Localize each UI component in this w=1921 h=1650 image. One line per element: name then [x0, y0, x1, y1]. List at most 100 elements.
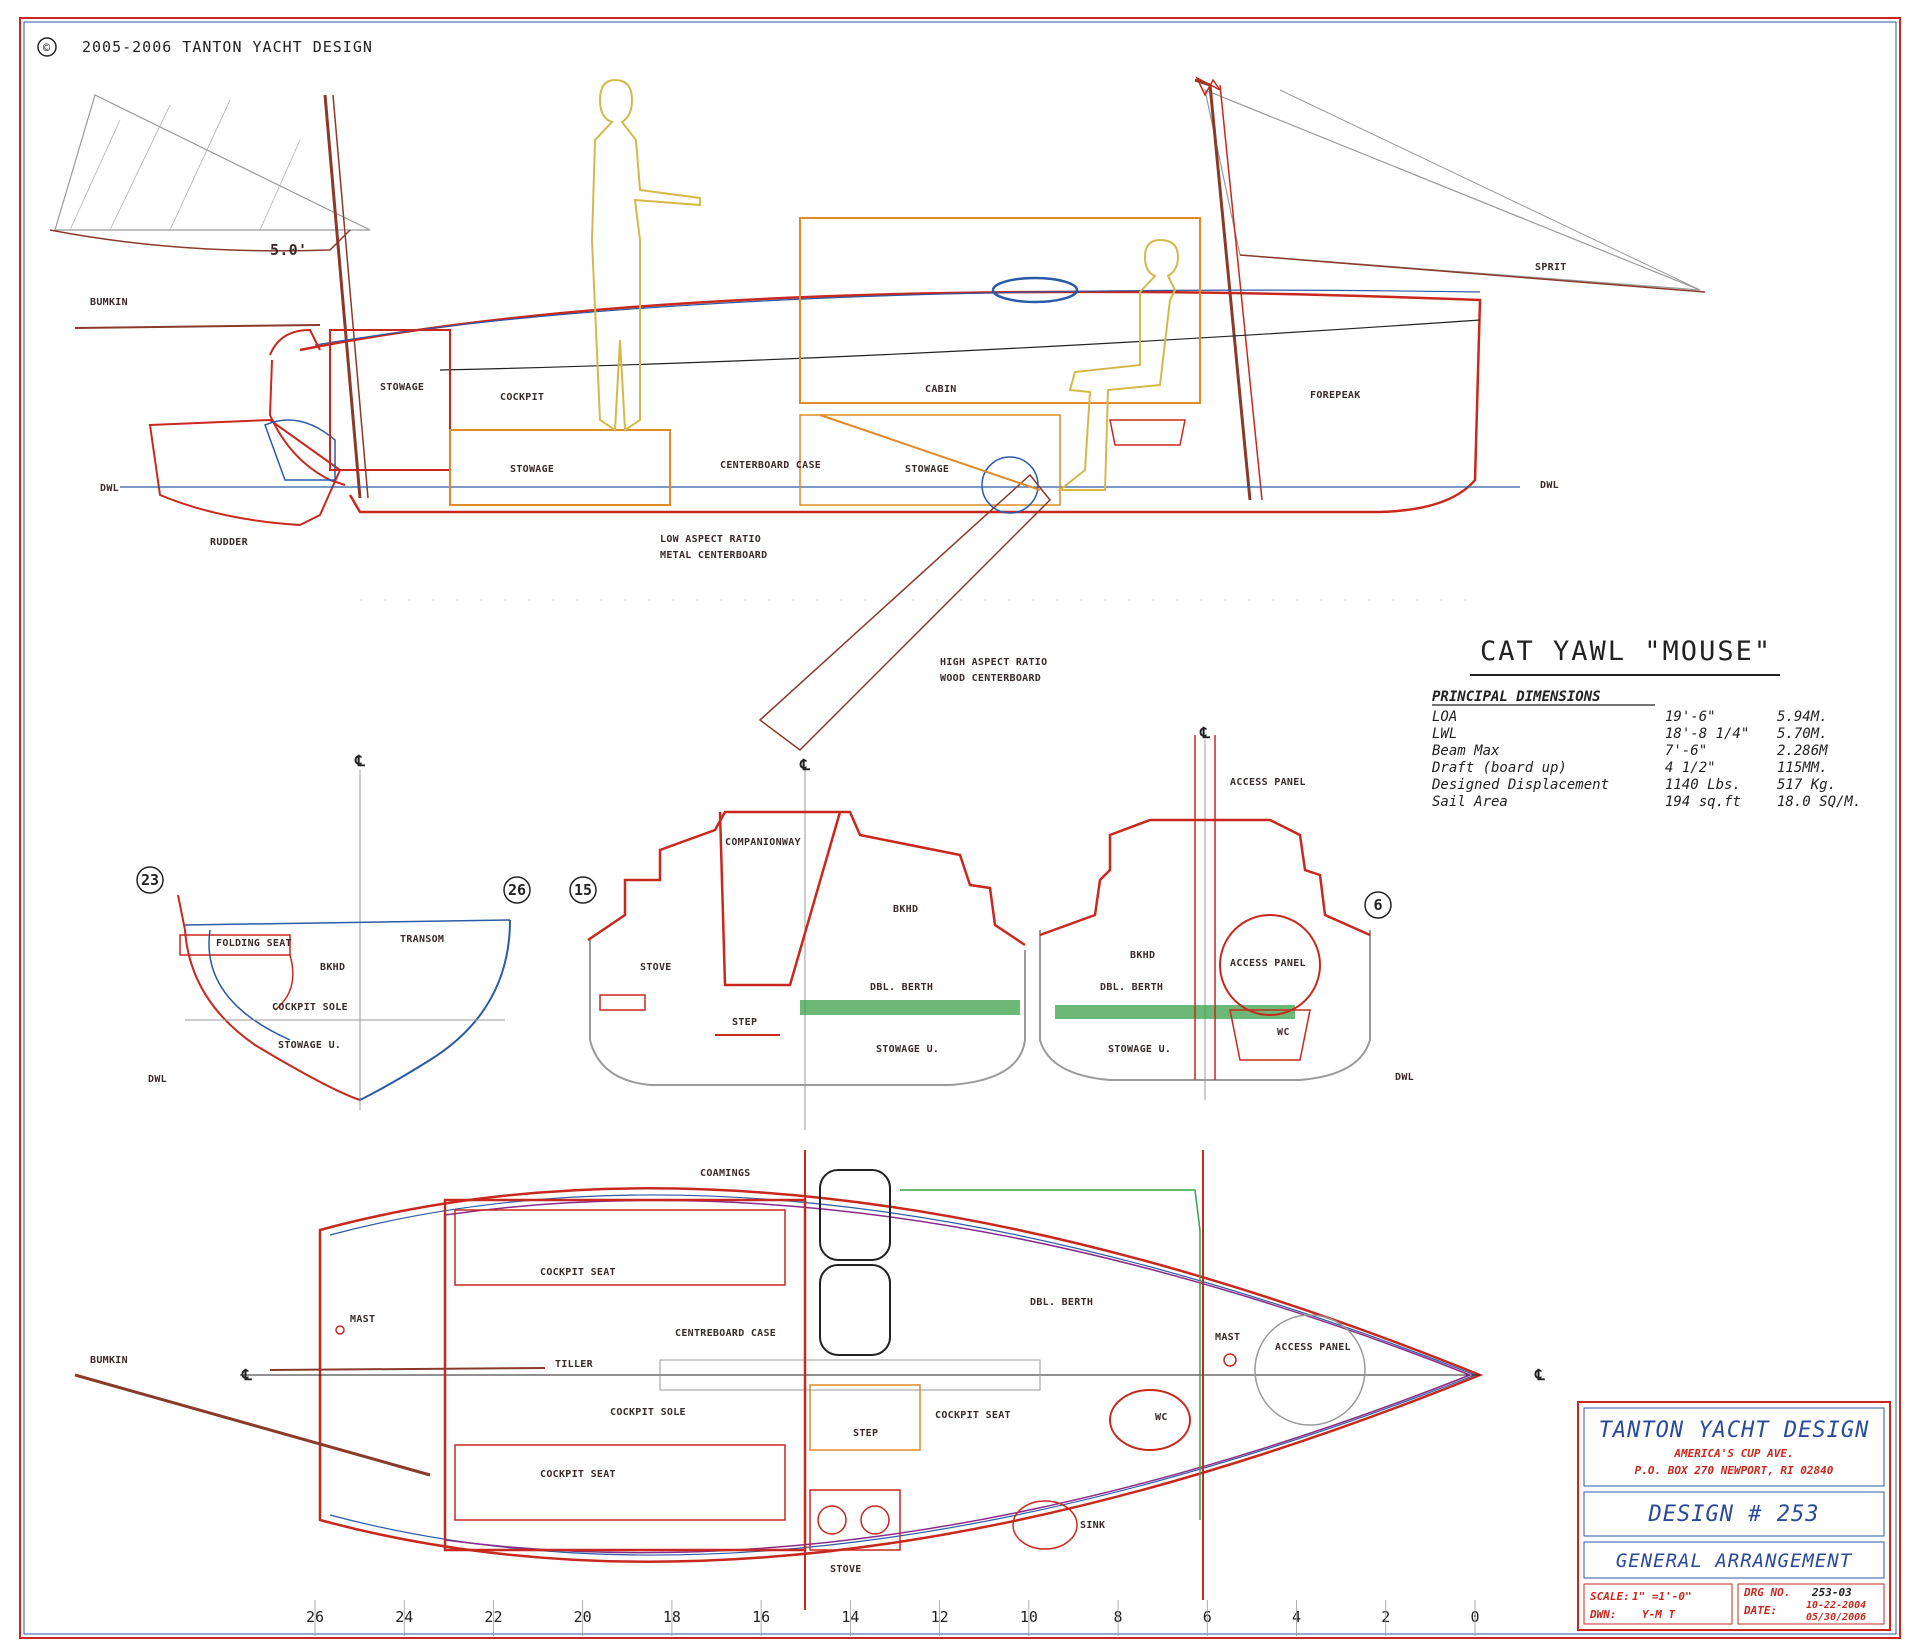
mizzen-sail: [54, 94, 371, 231]
dim-imperial: 7'-6": [1665, 743, 1707, 759]
rudder-stock: [264, 419, 336, 481]
cabin-label: CABIN: [925, 384, 957, 395]
sink-label: SINK: [1080, 1520, 1105, 1531]
main-sail: [1204, 89, 1701, 291]
mizzen-mast: [323, 94, 362, 499]
boom-length-label: 5.0': [270, 241, 307, 259]
cockpit-seat-stbd: [454, 1444, 786, 1521]
mizzen-boom: [49, 229, 351, 252]
mast-head: [1195, 76, 1221, 97]
transom-label: TRANSOM: [400, 934, 444, 945]
section-6-hull: [1039, 930, 1371, 1081]
section-23-cl-symbol: ℄: [354, 752, 365, 770]
main-sail-leech: [1279, 89, 1701, 291]
bkhd-6-label: BKHD: [1130, 950, 1155, 961]
dim-imperial: 194 sq.ft: [1665, 794, 1741, 810]
low-aspect-label-1: LOW ASPECT RATIO: [660, 534, 761, 545]
step-plan-label: STEP: [853, 1428, 878, 1439]
date-2: 05/30/2006: [1806, 1612, 1866, 1623]
stowage-aft-box: [329, 329, 451, 471]
plan-cl-left: ℄: [241, 1366, 252, 1384]
cushion-1: [819, 1169, 891, 1261]
dwn-value: Y-M T: [1642, 1608, 1675, 1621]
stowage-aft-label: STOWAGE: [380, 382, 424, 393]
access-panel-plan: [1254, 1314, 1366, 1426]
sprit: [1239, 254, 1706, 293]
section-26-hull: [359, 919, 511, 1101]
plan-buttock-line: [444, 1199, 1473, 1554]
cabin-line: [439, 319, 1481, 371]
stowage-u-15-label: STOWAGE U.: [876, 1044, 939, 1055]
drg-label: DRG NO.: [1743, 1586, 1790, 1599]
transom-top: [269, 328, 321, 356]
wc-section-label: WC: [1277, 1027, 1290, 1038]
high-aspect-centerboard: [758, 473, 1052, 751]
companionway: [718, 811, 842, 987]
dwl-right-label: DWL: [1395, 1072, 1414, 1083]
sprit-label: SPRIT: [1535, 262, 1567, 273]
cabin-trunk: [799, 217, 1201, 404]
bumkin-profile-label: BUMKIN: [90, 297, 128, 308]
access-panel-plan-label: ACCESS PANEL: [1275, 1342, 1351, 1353]
scale-label: SCALE:: [1590, 1590, 1630, 1603]
centreboard-case-plan: [659, 1359, 1041, 1391]
dim-imperial: 18'-8 1/4": [1665, 726, 1749, 742]
copyright-symbol: ©: [43, 41, 51, 55]
dim-label: LWL: [1432, 726, 1457, 742]
rudder-label: RUDDER: [210, 537, 249, 548]
centerboard-case-label: CENTERBOARD CASE: [720, 460, 821, 471]
dim-label: LOA: [1432, 709, 1457, 725]
tiller-label: TILLER: [555, 1359, 594, 1370]
dwl-left-label: DWL: [148, 1074, 167, 1085]
section-15-cabin: [587, 810, 1026, 947]
title-block-border: [1577, 1401, 1891, 1631]
coamings-label: COAMINGS: [700, 1168, 751, 1179]
sheer-line: [314, 289, 1481, 346]
stove-label-section: STOVE: [640, 962, 672, 973]
dim-metric: 18.0 SQ/M.: [1777, 794, 1861, 810]
companionway-label: COMPANIONWAY: [725, 837, 801, 848]
section-23-number: 23: [141, 871, 159, 889]
dim-metric: 5.70M.: [1777, 726, 1828, 742]
stove-plan: [809, 1489, 901, 1551]
scale-value: 1" =1'-0": [1632, 1590, 1692, 1603]
dim-imperial: 4 1/2": [1665, 760, 1716, 776]
date-label: DATE:: [1743, 1604, 1777, 1617]
title-block: TANTON YACHT DESIGN AMERICA'S CUP AVE. P…: [1577, 1401, 1891, 1631]
sheet-inner-border: [23, 21, 1897, 1635]
access-panel-circle: [1219, 914, 1321, 1016]
cockpit-seat-port: [454, 1209, 786, 1286]
cockpit-sole-box: [449, 429, 671, 506]
mizzen-mast-plan: [335, 1325, 345, 1335]
sink-plan: [1012, 1500, 1078, 1550]
section-15-cl-symbol: ℄: [799, 756, 810, 774]
sheet-title: GENERAL ARRANGEMENT: [1616, 1550, 1853, 1572]
step-label-section: STEP: [732, 1017, 757, 1028]
dbl-berth-15-label: DBL. BERTH: [870, 982, 933, 993]
hull-profile: [299, 290, 1482, 514]
stowage-mid-box: [799, 414, 1061, 506]
wc-section: [1229, 1009, 1311, 1061]
sheet-border: [19, 17, 1901, 1639]
cockpit-seat-label-3: COCKPIT SEAT: [935, 1410, 1011, 1421]
wc-plan-label: WC: [1155, 1412, 1168, 1423]
principal-dimensions-header: PRINCIPAL DIMENSIONS: [1432, 689, 1601, 705]
dbl-berth-6-label: DBL. BERTH: [1100, 982, 1163, 993]
dim-metric: 517 Kg.: [1777, 777, 1836, 793]
cockpit-label: COCKPIT: [500, 392, 544, 403]
dbl-berth-plan-label: DBL. BERTH: [1030, 1297, 1093, 1308]
cockpit-sole-plan-label: COCKPIT SOLE: [610, 1407, 686, 1418]
bumkin-spar: [74, 324, 321, 329]
stowage-mid-label: STOWAGE: [905, 464, 949, 475]
profile-view: 5.0' BUMKIN SPRIT RUDDER DWL DWL STOWAGE: [49, 76, 1706, 751]
dim-label: Draft (board up): [1431, 760, 1567, 776]
firm-name: TANTON YACHT DESIGN: [1599, 1418, 1870, 1443]
high-aspect-label-1: HIGH ASPECT RATIO: [940, 657, 1047, 668]
cockpit-seat-label-1: COCKPIT SEAT: [540, 1267, 616, 1278]
high-aspect-label-2: WOOD CENTERBOARD: [940, 673, 1041, 684]
wc-plan: [1109, 1389, 1191, 1451]
section-26-number: 26: [508, 881, 526, 899]
